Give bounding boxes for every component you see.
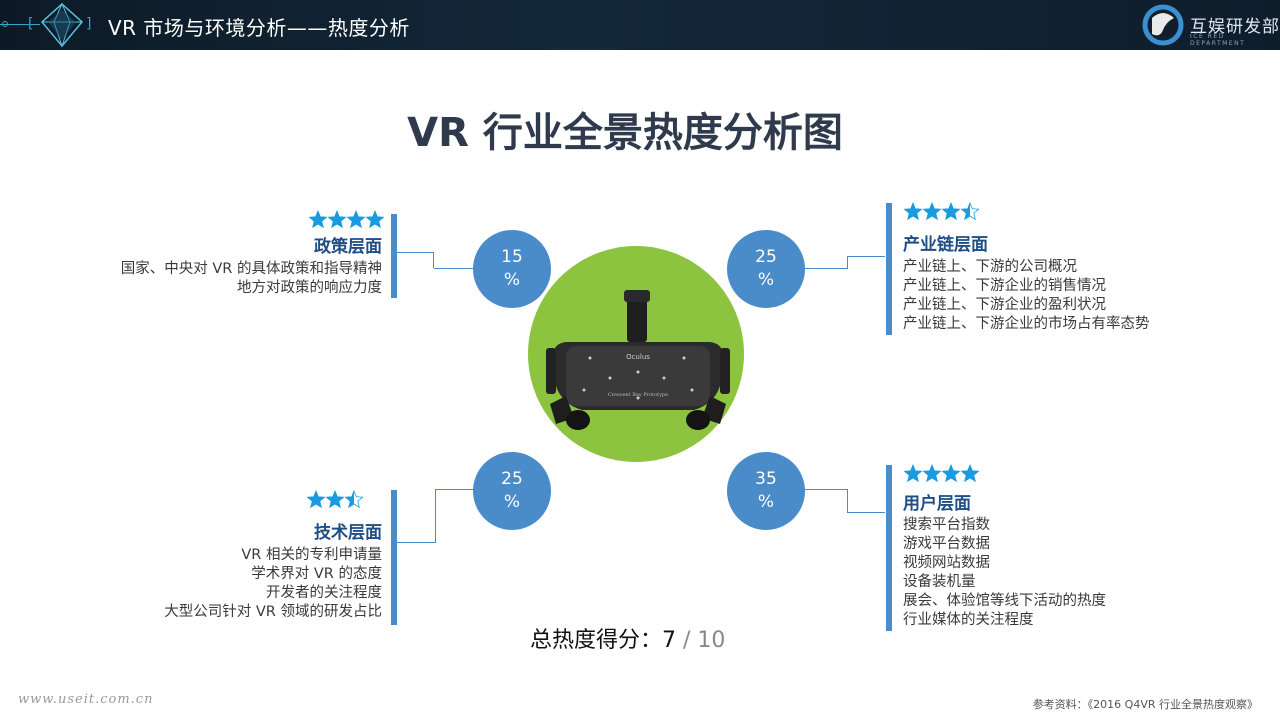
tech-rating-stars <box>307 490 364 509</box>
user-percent-value: 35 <box>755 469 777 489</box>
star-icon <box>307 491 325 508</box>
reference-text: 参考资料：《2016 Q4VR 行业全景热度观察》 <box>1032 698 1258 711</box>
star-icon <box>961 465 979 482</box>
device-brand: Oculus <box>626 353 650 361</box>
brand-logo-icon <box>1142 4 1184 46</box>
star-icon <box>328 211 346 228</box>
user-item: 行业媒体的关注程度 <box>903 612 1034 628</box>
score-label: 总热度得分： <box>530 628 663 653</box>
industry-item: 产业链上、下游企业的销售情况 <box>903 278 1106 294</box>
tech-item: VR 相关的专利申请量 <box>241 547 382 563</box>
policy-item: 国家、中央对 VR 的具体政策和指导精神 <box>120 261 382 277</box>
device-caption: Crescent Bay Prototype <box>608 392 668 398</box>
tech-item: 开发者的关注程度 <box>266 585 382 601</box>
page-title: VR 行业全景热度分析图 <box>407 110 843 156</box>
tech-item: 学术界对 VR 的态度 <box>251 566 382 582</box>
star-icon <box>942 465 960 482</box>
industry-rating-stars <box>904 202 980 221</box>
tech-percent-sign: % <box>503 492 521 512</box>
score-denominator: / 10 <box>676 628 726 653</box>
header-line-decoration <box>0 24 40 25</box>
industry-percent-value: 25 <box>755 247 777 267</box>
user-percent-circle: 35 % <box>727 452 805 530</box>
star-icon <box>345 491 354 508</box>
tech-percent-circle: 25 % <box>473 452 551 530</box>
bracket-right-icon: ] <box>86 16 92 32</box>
user-percent-sign: % <box>757 492 775 512</box>
star-icon <box>904 203 922 220</box>
user-item: 搜索平台指数 <box>903 517 990 533</box>
policy-rating-stars <box>309 210 385 229</box>
policy-connector <box>396 252 434 268</box>
star-icon <box>326 491 344 508</box>
user-item: 设备装机量 <box>903 574 976 590</box>
tech-percent-value: 25 <box>501 469 523 489</box>
industry-item: 产业链上、下游的公司概况 <box>903 259 1077 275</box>
star-icon <box>366 211 384 228</box>
vr-headset-image: Oculus Crescent Bay Prototype <box>546 290 730 430</box>
tech-title: 技术层面 <box>314 523 382 543</box>
user-rating-stars <box>904 464 980 483</box>
industry-connector-2 <box>847 256 885 269</box>
policy-bar <box>391 214 397 298</box>
user-item: 展会、体验馆等线下活动的热度 <box>903 593 1106 609</box>
tech-connector-2 <box>436 489 474 490</box>
star-icon <box>904 465 922 482</box>
user-item: 游戏平台数据 <box>903 536 990 552</box>
user-connector-2 <box>847 489 885 513</box>
star-icon <box>347 211 365 228</box>
star-icon <box>309 211 327 228</box>
policy-items: 国家、中央对 VR 的具体政策和指导精神 地方对政策的响应力度 <box>40 260 382 298</box>
star-icon <box>942 203 960 220</box>
industry-percent-circle: 25 % <box>727 230 805 308</box>
score-value: 7 <box>662 628 677 653</box>
industry-item: 产业链上、下游企业的市场占有率态势 <box>903 316 1150 332</box>
tech-item: 大型公司针对 VR 领域的研发占比 <box>164 604 382 620</box>
header-dot-decoration <box>2 21 8 27</box>
user-items: 搜索平台指数 游戏平台数据 视频网站数据 设备装机量 展会、体验馆等线下活动的热… <box>903 516 1106 630</box>
diamond-logo-icon <box>40 2 84 48</box>
header-title: VR 市场与环境分析——热度分析 <box>108 16 410 40</box>
watermark-text: www.useit.com.cn <box>18 692 154 707</box>
user-title: 用户层面 <box>903 494 971 514</box>
user-item: 视频网站数据 <box>903 555 990 571</box>
star-icon <box>961 203 970 220</box>
policy-percent-circle: 15 % <box>473 230 551 308</box>
industry-connector <box>805 256 847 269</box>
bracket-left-icon: [ <box>28 16 34 32</box>
total-score: 总热度得分：7 / 10 <box>530 622 725 654</box>
header-bar: [ ] VR 市场与环境分析——热度分析 互娱研发部 ICE RED DEPAR… <box>0 0 1280 50</box>
industry-bar <box>886 203 892 335</box>
policy-percent-value: 15 <box>501 247 523 267</box>
brand-name: 互娱研发部 <box>1190 17 1280 37</box>
tech-items: VR 相关的专利申请量 学术界对 VR 的态度 开发者的关注程度 大型公司针对 … <box>40 546 382 622</box>
policy-item: 地方对政策的响应力度 <box>237 280 382 296</box>
industry-percent-sign: % <box>757 270 775 290</box>
tech-bar <box>391 490 397 625</box>
star-icon <box>923 465 941 482</box>
brand-subtitle: ICE RED DEPARTMENT <box>1190 33 1246 47</box>
industry-item: 产业链上、下游企业的盈利状况 <box>903 297 1106 313</box>
policy-percent-sign: % <box>503 270 521 290</box>
industry-title: 产业链层面 <box>903 235 988 255</box>
user-connector <box>805 489 847 490</box>
policy-connector-2 <box>434 268 474 269</box>
policy-title: 政策层面 <box>314 237 382 257</box>
industry-items: 产业链上、下游的公司概况 产业链上、下游企业的销售情况 产业链上、下游企业的盈利… <box>903 258 1150 334</box>
user-bar <box>886 465 892 631</box>
star-icon <box>923 203 941 220</box>
tech-connector <box>396 489 436 543</box>
